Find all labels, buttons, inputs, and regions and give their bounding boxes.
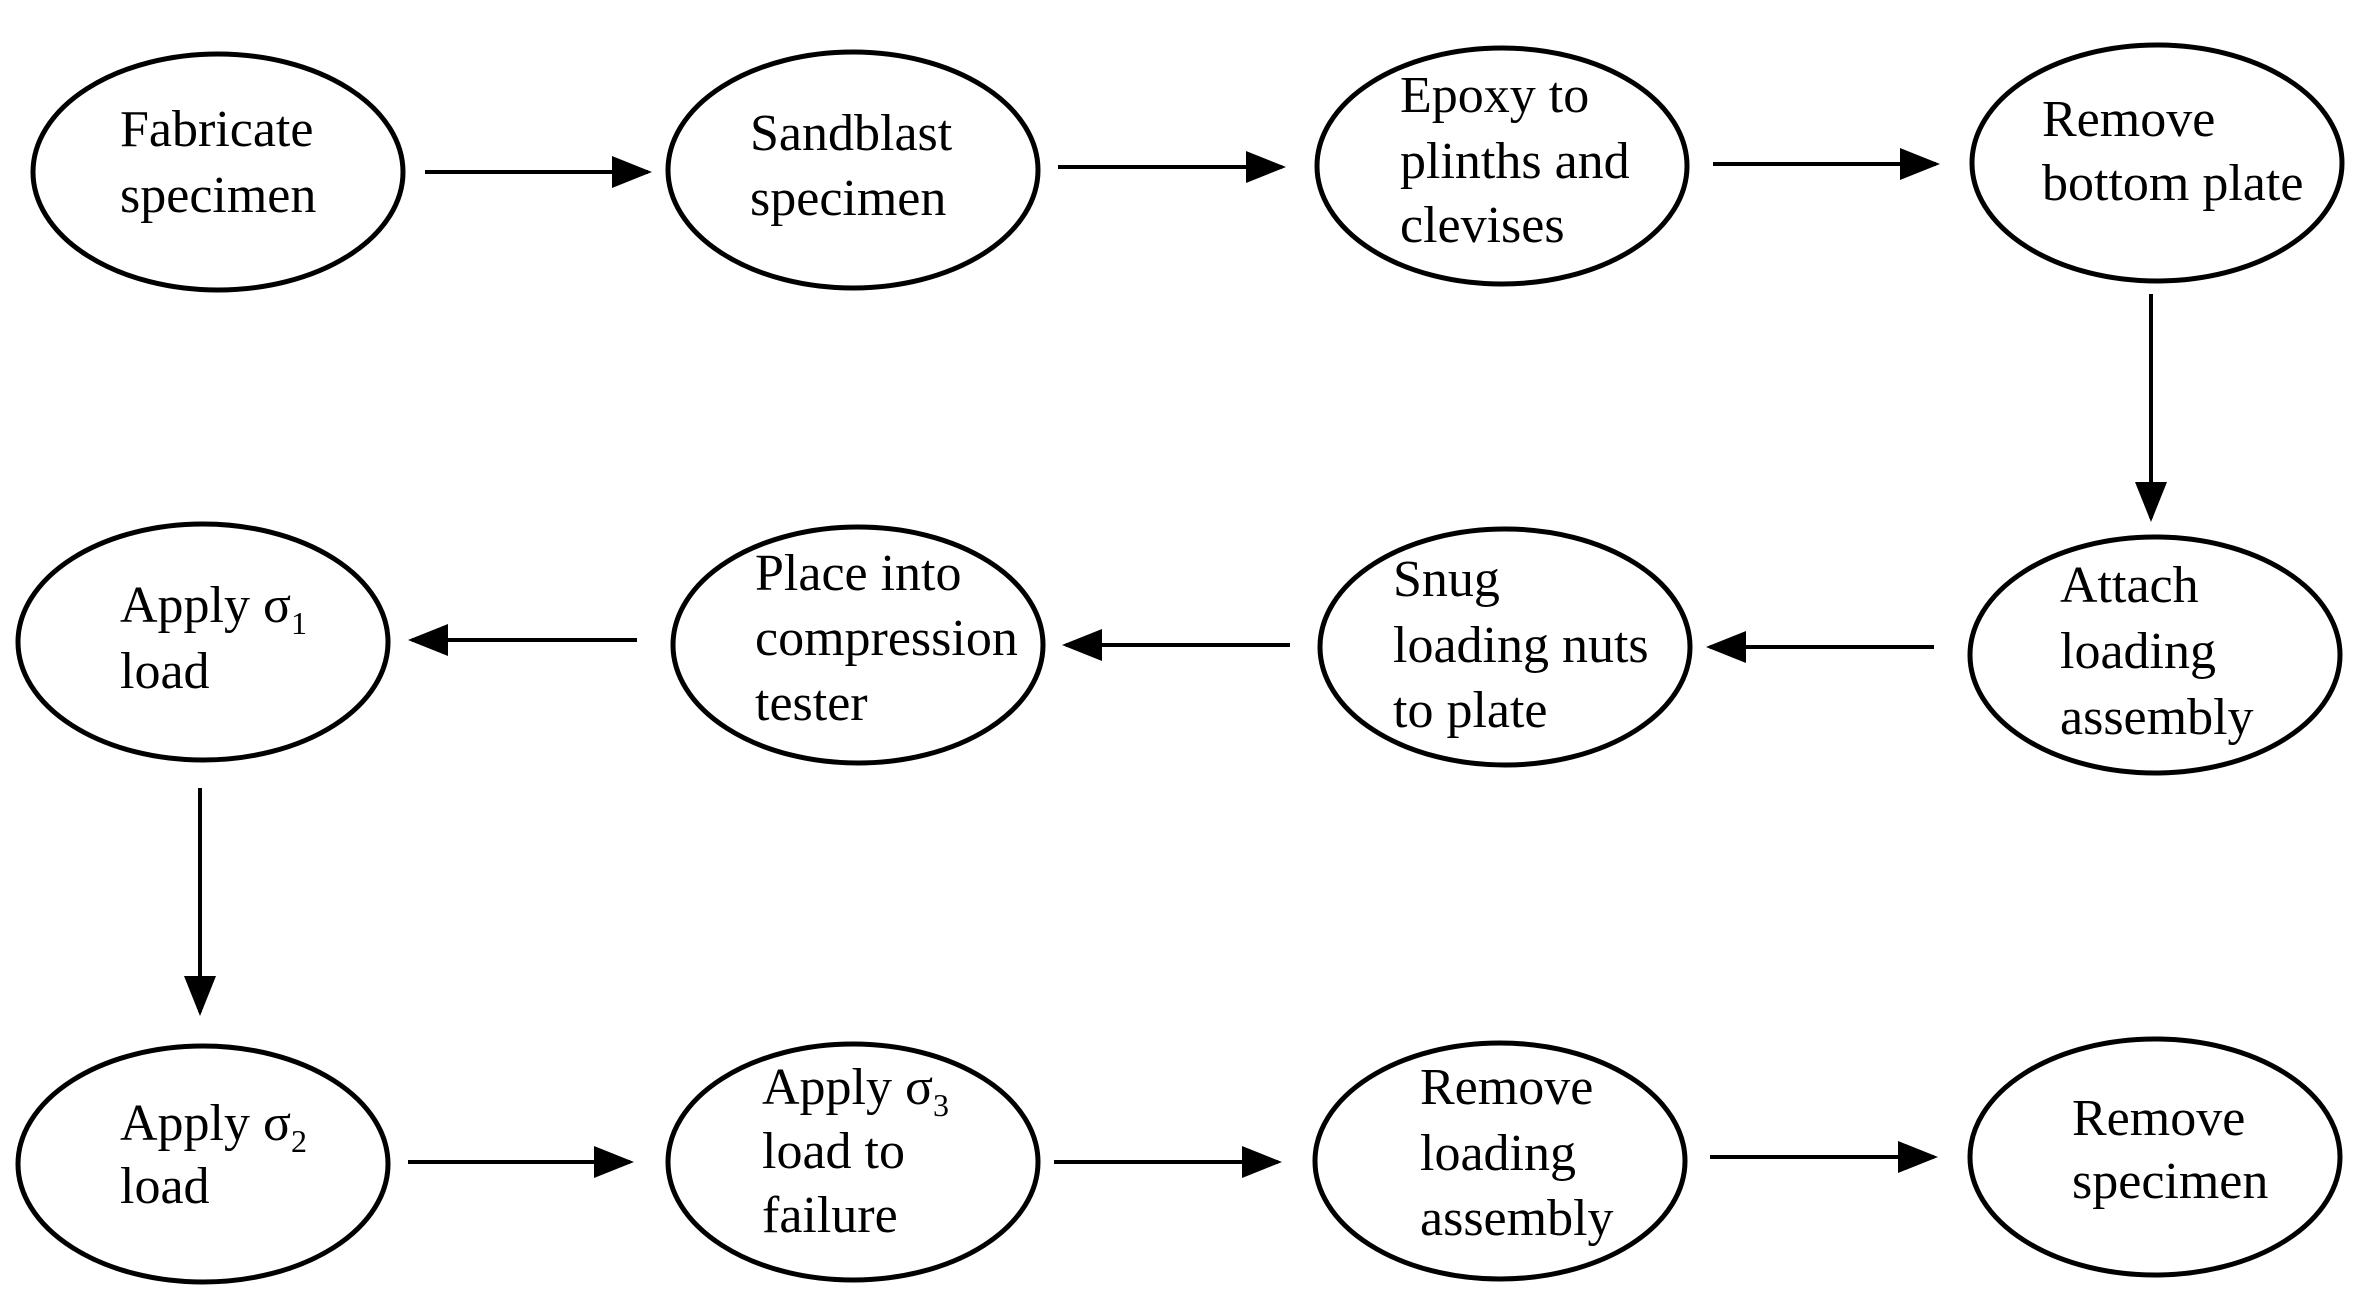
node-ellipse bbox=[1967, 534, 2343, 776]
node-ellipse bbox=[1312, 1040, 1688, 1282]
sigma-subscript: 3 bbox=[933, 1087, 949, 1123]
nodes-group: Fabricate specimen Sandblast specimen Ep… bbox=[15, 42, 2345, 1285]
node-label: Place into compression tester bbox=[755, 545, 1031, 732]
node-ellipse bbox=[1969, 42, 2345, 284]
node-label: Apply σ1 load bbox=[120, 577, 320, 700]
node-ellipse bbox=[15, 1043, 391, 1285]
node-ellipse bbox=[670, 524, 1046, 766]
node-ellipse bbox=[665, 1041, 1041, 1283]
sigma-subscript: 2 bbox=[291, 1123, 307, 1159]
node-sandblast-specimen: Sandblast specimen bbox=[665, 49, 1041, 291]
node-ellipse bbox=[30, 51, 406, 293]
node-remove-specimen: Remove specimen bbox=[1967, 1036, 2343, 1278]
node-label: Apply σ2 load bbox=[120, 1095, 320, 1215]
node-ellipse bbox=[665, 49, 1041, 291]
node-ellipse bbox=[1967, 1036, 2343, 1278]
node-place-compression-tester: Place into compression tester bbox=[670, 524, 1046, 766]
node-label: Fabricate specimen bbox=[120, 101, 326, 224]
node-epoxy-plinths-clevises: Epoxy to plinths and clevises bbox=[1314, 45, 1690, 287]
sigma-subscript: 1 bbox=[291, 605, 307, 641]
node-apply-sigma1-load: Apply σ1 load bbox=[15, 521, 391, 763]
node-apply-sigma3-load: Apply σ3 load to failure bbox=[665, 1041, 1041, 1283]
node-label: Remove loading assembly bbox=[1420, 1059, 1614, 1247]
node-ellipse bbox=[1314, 45, 1690, 287]
edges-group bbox=[184, 148, 2167, 1178]
node-label: Epoxy to plinths and clevises bbox=[1400, 67, 1643, 254]
node-ellipse bbox=[15, 521, 391, 763]
node-label: Sandblast specimen bbox=[750, 105, 965, 227]
node-label: Remove specimen bbox=[2072, 1090, 2268, 1210]
node-label: Remove bottom plate bbox=[2042, 91, 2303, 212]
node-attach-loading-assembly: Attach loading assembly bbox=[1967, 534, 2343, 776]
node-remove-bottom-plate: Remove bottom plate bbox=[1969, 42, 2345, 284]
node-label: Snug loading nuts to plate bbox=[1393, 551, 1662, 739]
node-snug-loading-nuts: Snug loading nuts to plate bbox=[1317, 526, 1693, 768]
node-label: Apply σ3 load to failure bbox=[762, 1059, 962, 1244]
node-ellipse bbox=[1317, 526, 1693, 768]
node-remove-loading-assembly: Remove loading assembly bbox=[1312, 1040, 1688, 1282]
node-apply-sigma2-load: Apply σ2 load bbox=[15, 1043, 391, 1285]
node-label: Attach loading assembly bbox=[2060, 557, 2254, 746]
node-fabricate-specimen: Fabricate specimen bbox=[30, 51, 406, 293]
